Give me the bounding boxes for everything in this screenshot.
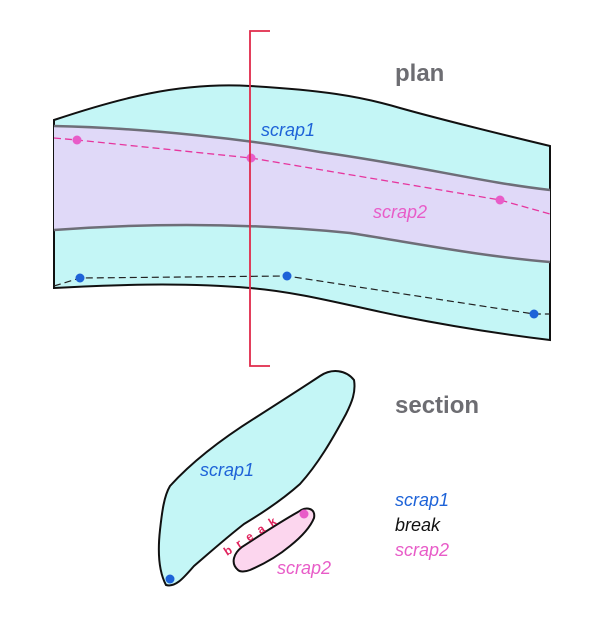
legend-scrap1: scrap1	[395, 490, 449, 510]
plan-title: plan	[395, 60, 444, 87]
plan-scrap2-station	[246, 153, 256, 163]
plan-scrap2-top-edge	[53, 124, 551, 192]
section-scrap1-label: scrap1	[200, 460, 254, 480]
section-title: section	[395, 392, 479, 419]
plan-scrap1-station	[282, 271, 292, 281]
plan-scrap2-station	[72, 135, 82, 145]
plan-scrap1-station	[75, 273, 85, 283]
section-scrap2-label: scrap2	[277, 558, 331, 578]
plan-scrap2-label: scrap2	[373, 202, 427, 222]
section-scrap1-station	[165, 574, 175, 584]
plan-scrap2-bottom-edge	[53, 223, 551, 264]
legend: scrap1 break scrap2	[395, 490, 449, 560]
plan-scrap2-station	[495, 195, 505, 205]
legend-scrap2: scrap2	[395, 540, 449, 560]
plan-scrap1-label: scrap1	[261, 120, 315, 140]
section-scrap2-shape	[232, 507, 316, 573]
section-view: break scrap1 scrap2 section	[157, 370, 479, 587]
plan-scrap2-band	[54, 126, 550, 262]
plan-scrap1-station	[529, 309, 539, 319]
plan-view: scrap1 scrap2 plan	[53, 30, 551, 367]
legend-break: break	[395, 515, 441, 535]
section-scrap1-shape	[157, 370, 356, 587]
section-cut-line	[249, 30, 270, 367]
section-scrap2-station	[299, 509, 309, 519]
